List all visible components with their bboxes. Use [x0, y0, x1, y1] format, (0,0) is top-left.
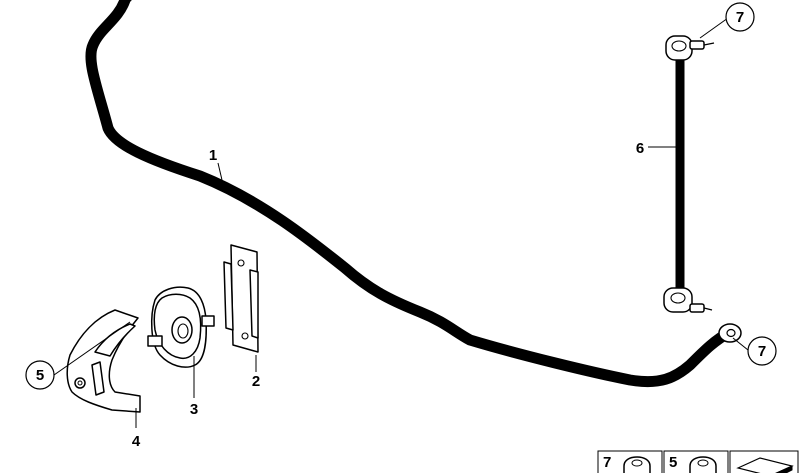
callout-5-label: 5: [36, 367, 44, 384]
callout-7-bottom-label: 7: [758, 343, 766, 360]
callout-1-label: 1: [209, 147, 217, 164]
callout-6-label: 6: [636, 140, 644, 157]
thumbnail-part-7[interactable]: 7: [597, 450, 663, 473]
callout-7-bottom: 7: [747, 336, 777, 366]
callout-4-label: 4: [132, 433, 141, 450]
mounting-bracket: [66, 309, 141, 413]
callout-7-top-label: 7: [736, 9, 744, 26]
thumbnail-arrow[interactable]: [729, 450, 799, 473]
callout-2: 2: [252, 373, 260, 390]
stabilizer-bar: [85, 0, 742, 388]
callout-1: 1: [209, 147, 217, 164]
callout-2-label: 2: [252, 373, 260, 390]
callout-5: 5: [25, 360, 55, 390]
shim-plate: [223, 244, 259, 353]
rubber-mount: [147, 286, 215, 368]
stabilizer-link: [663, 35, 715, 313]
thumbnail-part-5-label: 5: [669, 454, 677, 471]
thumbnail-part-5[interactable]: 5: [663, 450, 729, 473]
callout-3: 3: [190, 401, 198, 418]
thumbnail-part-7-label: 7: [603, 454, 611, 471]
callout-4: 4: [132, 433, 141, 450]
callout-6: 6: [636, 140, 644, 157]
callout-7-top: 7: [725, 2, 755, 32]
leader-lines: [53, 17, 749, 428]
callout-3-label: 3: [190, 401, 198, 418]
